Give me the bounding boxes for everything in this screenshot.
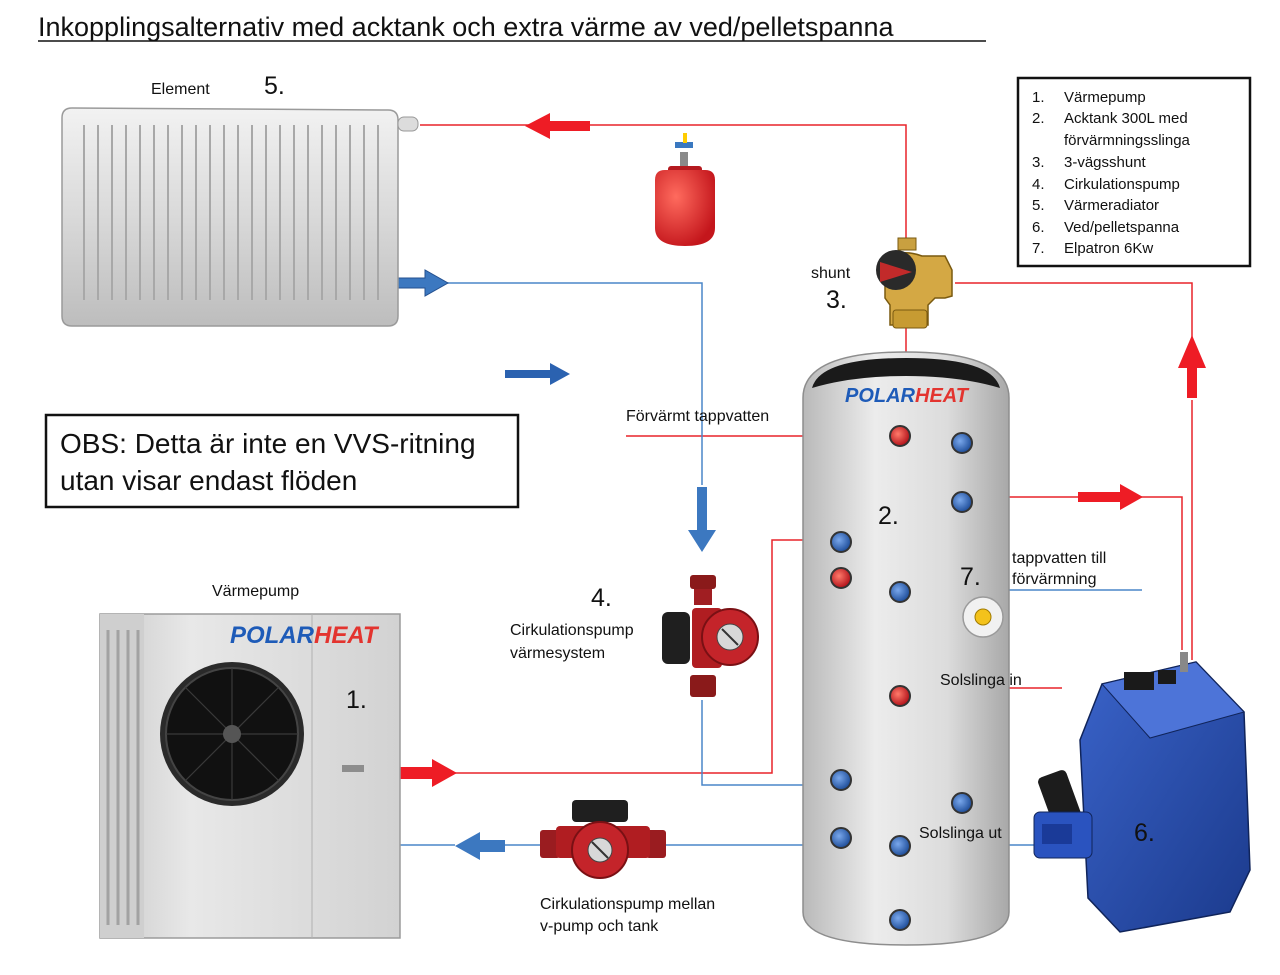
solar-in-label: Solslinga in (940, 672, 1022, 689)
legend-text: förvärmningsslinga (1064, 132, 1191, 149)
boiler-number: 6. (1134, 819, 1155, 847)
shunt-label: shunt (811, 265, 851, 282)
hot-flow-arrow-up (1178, 335, 1206, 398)
flow-arrows (382, 113, 1206, 860)
accumulator-tank-icon: POLARHEAT (802, 351, 1010, 946)
legend-text: Ved/pelletspanna (1064, 219, 1180, 236)
tank-port-cold (951, 792, 973, 814)
notice-frame (44, 413, 520, 509)
element-label: Element (151, 81, 210, 98)
pump-number: 4. (591, 584, 612, 612)
expansion-tank-icon (655, 133, 715, 246)
tap-water-label-2: förvärmning (1012, 571, 1096, 588)
pump2-label-1: Cirkulationspump mellan (540, 896, 715, 913)
tank-port-cold (830, 827, 852, 849)
cold-flow-arrow-down (688, 487, 716, 552)
preheated-water-label: Förvärmt tappvatten (626, 408, 769, 425)
tank-brand-logo: POLARHEAT (845, 385, 970, 407)
cold-flow-arrow-left (455, 832, 505, 860)
tank-port-cold (951, 432, 973, 454)
circulation-pump-icon (540, 800, 666, 879)
element-number: 5. (264, 72, 285, 100)
pellet-boiler-icon (1033, 652, 1251, 933)
page-title: Inkopplingsalternativ med acktank och ex… (38, 12, 894, 42)
pump2-label-2: v-pump och tank (540, 918, 659, 935)
legend-num: 5. (1032, 197, 1045, 214)
legend-box (1016, 76, 1252, 268)
legend-num: 6. (1032, 219, 1045, 236)
legend-text: Värmeradiator (1064, 197, 1159, 214)
cold-flow-arrow-right-2 (505, 363, 570, 385)
radiator-icon (61, 107, 419, 327)
pump-label-2: värmesystem (510, 645, 605, 662)
shunt-valve-icon (876, 237, 953, 329)
solar-out-label: Solslinga ut (919, 825, 1002, 842)
legend-num: 2. (1032, 110, 1045, 127)
radiator-valve-icon (397, 116, 419, 132)
legend-num: 7. (1032, 240, 1045, 257)
tank-number: 2. (878, 502, 899, 530)
pump-label-1: Cirkulationspump (510, 622, 634, 639)
hot-flow-arrow-right (1078, 484, 1143, 510)
shunt-number: 3. (826, 286, 847, 314)
immersion-heater-icon (962, 596, 1004, 638)
tank-port-hot (830, 567, 852, 589)
tank-port-cold (951, 491, 973, 513)
legend-text: Acktank 300L med (1064, 110, 1188, 127)
tap-water-label-1: tappvatten till (1012, 550, 1106, 567)
legend-text: 3-vägsshunt (1064, 154, 1147, 171)
tank-ports (830, 425, 973, 931)
hot-flow-arrow-heatpump (392, 759, 457, 787)
hot-flow-arrow-left (525, 113, 590, 139)
notice-box: OBS: Detta är inte en VVS-ritning utan v… (44, 413, 520, 509)
elpatron-number: 7. (960, 563, 981, 591)
tank-port-cold (889, 835, 911, 857)
legend-text: Värmepump (1064, 89, 1146, 106)
legend-num: 1. (1032, 89, 1045, 106)
tank-port-cold (830, 531, 852, 553)
legend-num: 4. (1032, 176, 1045, 193)
notice-line-2: utan visar endast flöden (60, 465, 357, 496)
legend-text: Elpatron 6Kw (1064, 240, 1153, 257)
heatpump-brand-logo: POLARHEAT (230, 622, 380, 649)
tank-port-cold (830, 769, 852, 791)
legend: 1. Värmepump 2. Acktank 300L med förvärm… (1016, 76, 1252, 268)
radiator-fins (83, 125, 379, 300)
tank-port-hot (889, 685, 911, 707)
tank-port-cold (889, 581, 911, 603)
heatpump-number: 1. (346, 686, 367, 714)
legend-num: 3. (1032, 154, 1045, 171)
circulation-pump-icon (662, 575, 759, 697)
heat-pump-icon: POLARHEAT (99, 613, 401, 939)
notice-line-1: OBS: Detta är inte en VVS-ritning (60, 428, 476, 459)
heatpump-label: Värmepump (212, 583, 299, 600)
tank-port-cold (889, 909, 911, 931)
legend-text: Cirkulationspump (1064, 176, 1180, 193)
tank-port-hot (889, 425, 911, 447)
